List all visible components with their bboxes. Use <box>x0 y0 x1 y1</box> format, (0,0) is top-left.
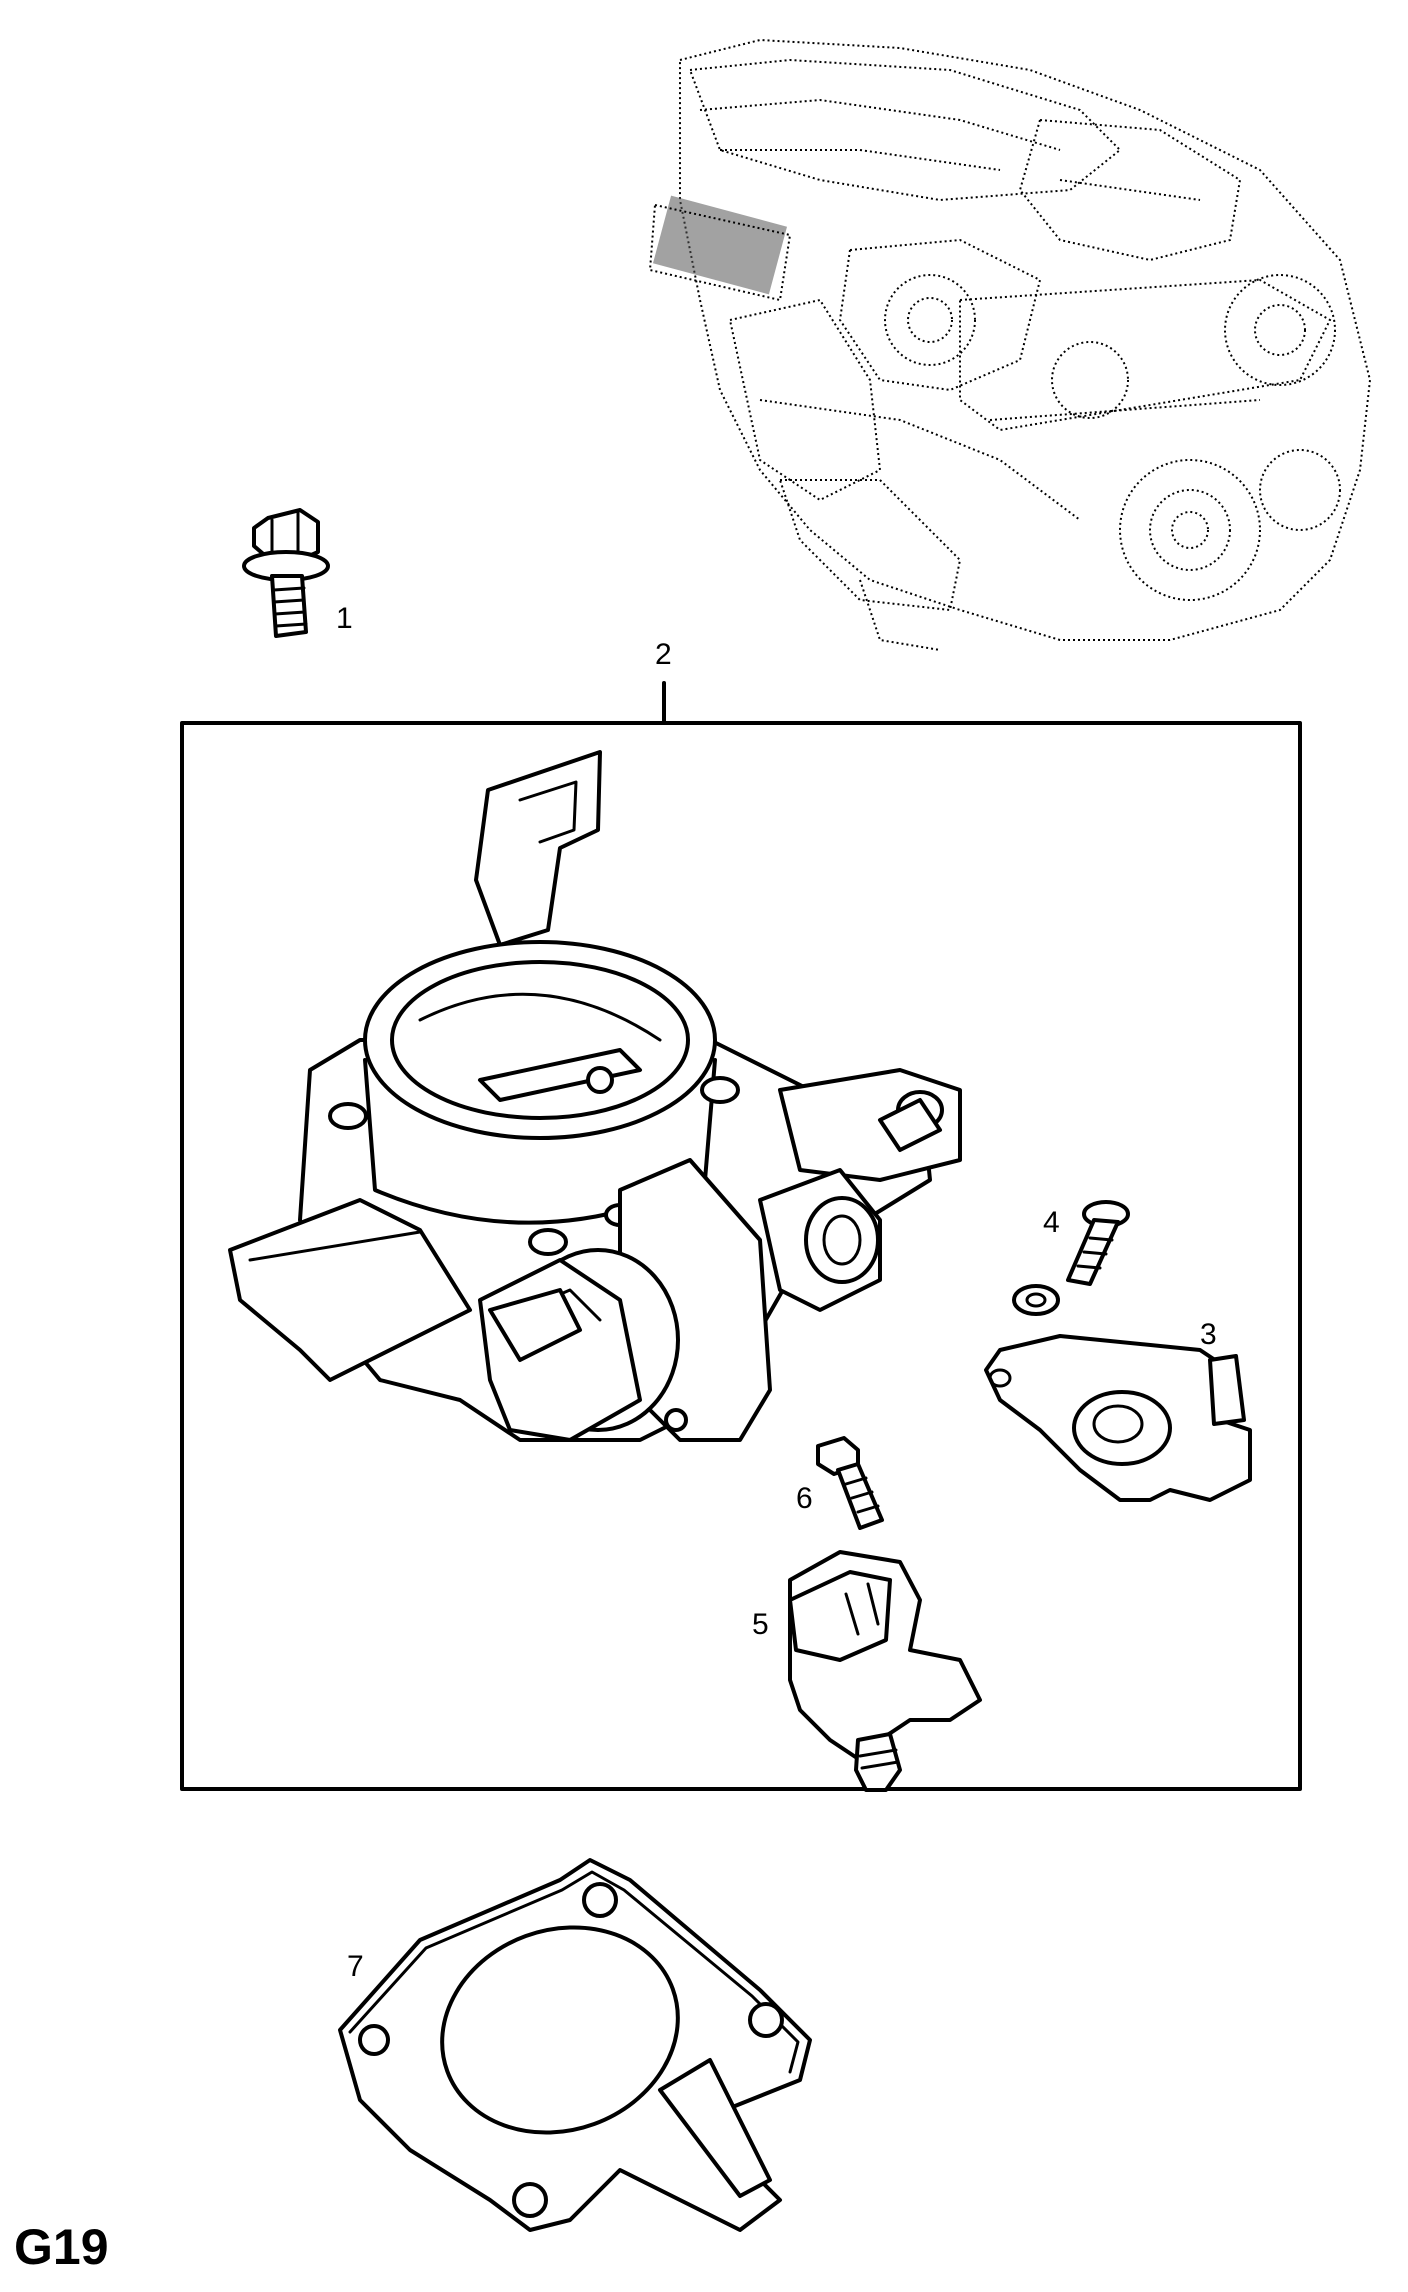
engine-overview-icon <box>648 38 1372 651</box>
bolt-icon <box>242 508 330 638</box>
screw-with-washer-icon <box>1012 1200 1130 1316</box>
callout-4: 4 <box>1043 1206 1060 1239</box>
callout-6: 6 <box>796 1482 813 1515</box>
callout-3: 3 <box>1200 1318 1217 1351</box>
throttle-position-sensor-icon <box>984 1334 1252 1502</box>
callout-5: 5 <box>752 1608 769 1641</box>
idle-air-control-valve-icon <box>788 1550 982 1792</box>
callout-1: 1 <box>336 602 353 635</box>
page-code: G19 <box>14 2219 109 2275</box>
throttle-body-assembly-icon <box>228 750 962 1442</box>
callout-2: 2 <box>655 638 672 671</box>
assembly-boundary-box <box>180 721 1302 1791</box>
callout-7: 7 <box>347 1950 364 1983</box>
gasket-icon <box>338 1858 812 2232</box>
screw-icon <box>816 1436 884 1530</box>
